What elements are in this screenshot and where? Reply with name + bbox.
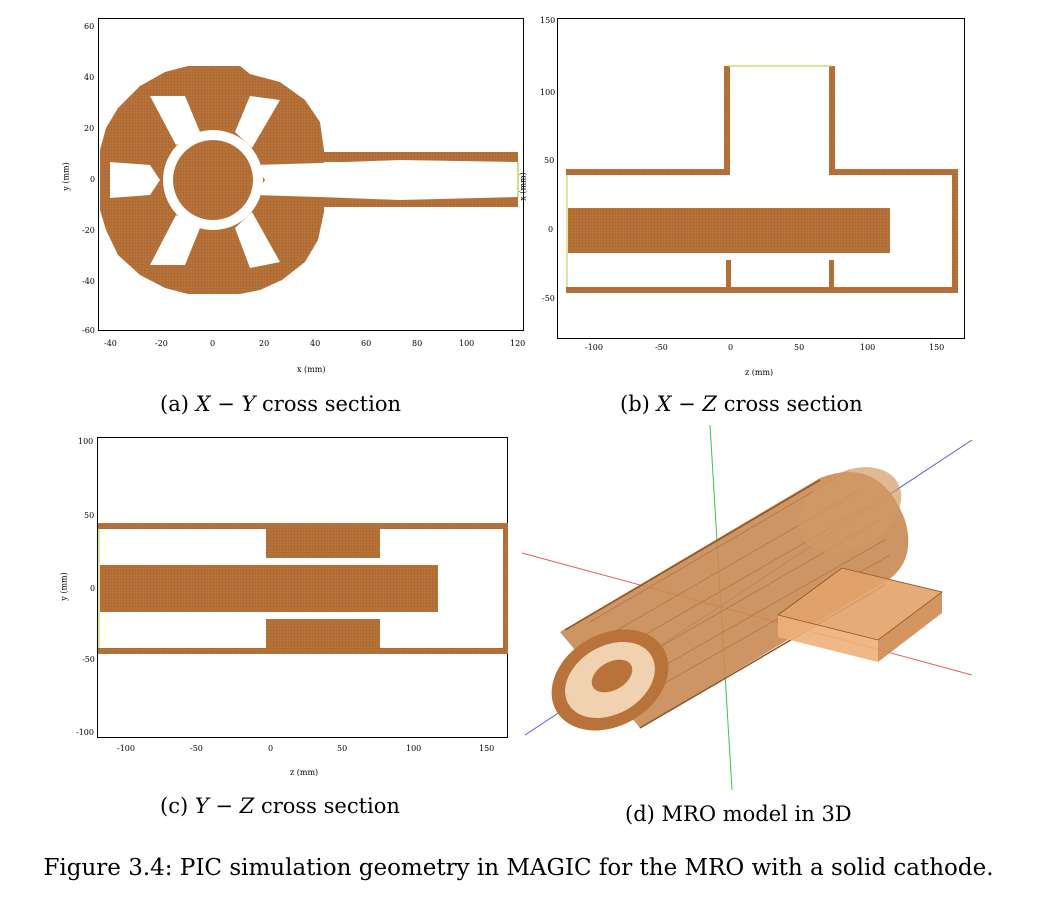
- panel-a-caption: (a) X − Y cross section: [160, 392, 401, 416]
- panel-b-caption: (b) X − Z cross section: [620, 392, 863, 416]
- anode-walls: [98, 523, 508, 654]
- x-axis-label: z (mm): [290, 768, 319, 777]
- ytick: 0: [90, 584, 96, 593]
- ytick: 40: [84, 73, 95, 82]
- xtick: 50: [794, 343, 805, 352]
- ytick: -60: [82, 326, 95, 335]
- panel-c-caption: (c) Y − Z cross section: [160, 794, 400, 818]
- xtick: 100: [459, 339, 475, 348]
- ytick: -50: [542, 294, 555, 303]
- anode-cylinder: [551, 467, 909, 731]
- caption-label: (b): [620, 392, 650, 416]
- ytick: -50: [82, 655, 95, 664]
- ytick: 0: [90, 175, 96, 184]
- xtick: -100: [585, 343, 603, 352]
- ytick: 0: [548, 225, 554, 234]
- xtick: 20: [259, 339, 270, 348]
- xtick: 100: [860, 343, 876, 352]
- xtick: 120: [510, 339, 526, 348]
- xtick: 0: [728, 343, 734, 352]
- cathode-end: [591, 659, 633, 693]
- xtick: 80: [412, 339, 423, 348]
- xtick: 60: [361, 339, 372, 348]
- xtick: -50: [190, 744, 203, 753]
- panel-d-caption: (d) MRO model in 3D: [625, 802, 852, 826]
- caption-label: (c): [160, 794, 189, 818]
- xtick: -100: [117, 744, 135, 753]
- xtick: 40: [310, 339, 321, 348]
- ytick: 50: [544, 156, 555, 165]
- xtick: 150: [929, 343, 945, 352]
- ytick: -40: [82, 277, 95, 286]
- xtick: -40: [104, 339, 117, 348]
- caption-math: X − Y: [195, 392, 256, 416]
- xtick: 0: [210, 339, 216, 348]
- caption-text: cross section: [260, 794, 400, 818]
- x-axis-label: x (mm): [297, 365, 326, 374]
- caption-math: X − Z: [656, 392, 718, 416]
- xtick: -50: [655, 343, 668, 352]
- ytick: 50: [84, 511, 95, 520]
- xtick: 50: [337, 744, 348, 753]
- xtick: 100: [406, 744, 422, 753]
- x-axis-label: z (mm): [745, 368, 774, 377]
- ytick: 20: [84, 124, 95, 133]
- figure-caption: Figure 3.4: PIC simulation geometry in M…: [43, 855, 994, 881]
- xtick: 0: [268, 744, 274, 753]
- xtick: 150: [479, 744, 495, 753]
- panel-b-plot-frame: [557, 18, 965, 339]
- ytick: -100: [76, 728, 94, 737]
- output-waveguide: [777, 567, 943, 662]
- cathode: [100, 565, 438, 612]
- ytick: 60: [84, 22, 95, 31]
- anode-walls: [566, 66, 958, 293]
- ytick: 100: [78, 437, 94, 446]
- cathode: [568, 208, 890, 253]
- caption-text: cross section: [262, 392, 402, 416]
- xtick: -20: [155, 339, 168, 348]
- resonator-cavities: [110, 96, 518, 268]
- caption-math: Y − Z: [194, 794, 255, 818]
- ytick: 100: [540, 88, 556, 97]
- ytick: -20: [82, 226, 95, 235]
- caption-text: cross section: [723, 392, 863, 416]
- caption-label: (a): [160, 392, 189, 416]
- ytick: 150: [540, 16, 556, 25]
- cathode: [173, 140, 253, 220]
